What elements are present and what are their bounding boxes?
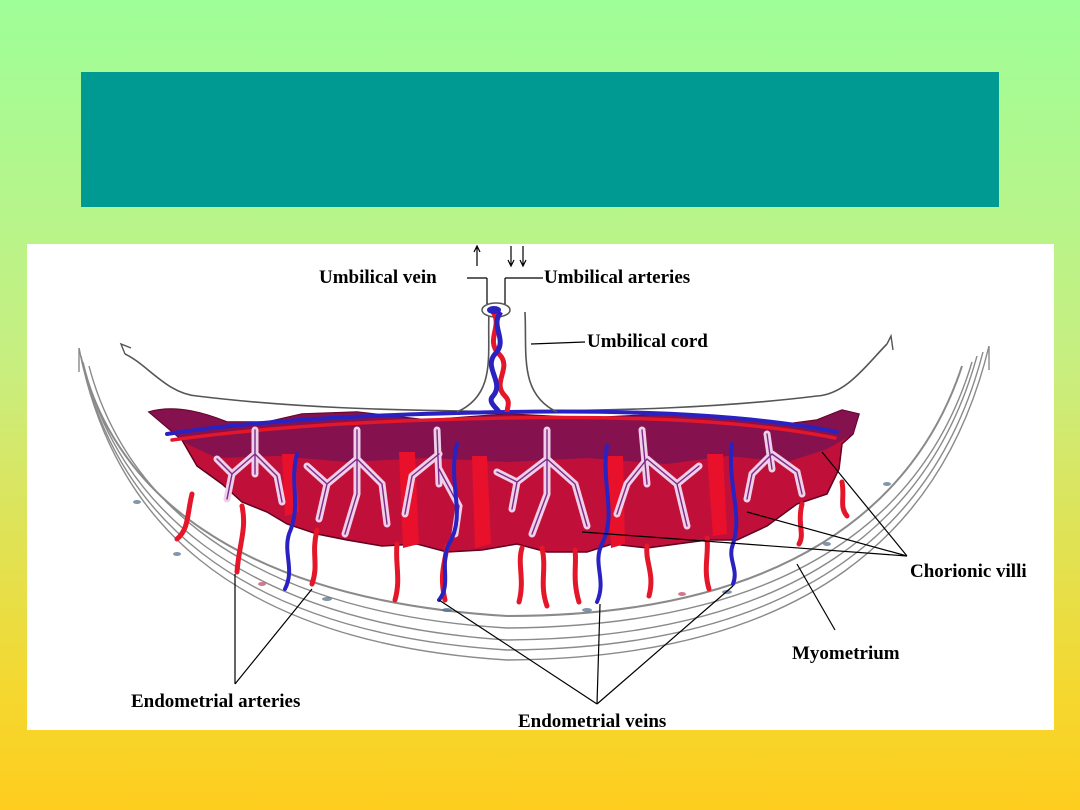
uterine-wall [78,333,990,661]
wall-vessel-dots [133,482,891,612]
chorionic-villi-trees [213,426,806,538]
placenta-dark-upper [149,409,859,464]
placenta-illustration [78,244,990,705]
umbilical-cord [456,302,558,414]
leader-lines [234,244,908,705]
chorionic-villi-label: Chorionic villi [910,561,1027,582]
endometrial-arteries-label: Endometrial arteries [131,691,301,712]
title-band [81,72,999,207]
endometrial-arteries [174,479,850,609]
placenta-diagram: Umbilical vein Umbilical arteries Umbili… [27,244,1054,730]
endometrial-veins-label: Endometrial veins [518,711,667,730]
myometrium-label: Myometrium [792,643,900,664]
umbilical-vein-label: Umbilical vein [319,267,437,288]
umbilical-cord-label: Umbilical cord [587,331,708,352]
endometrial-veins [283,442,739,604]
umbilical-arteries-label: Umbilical arteries [544,267,691,288]
